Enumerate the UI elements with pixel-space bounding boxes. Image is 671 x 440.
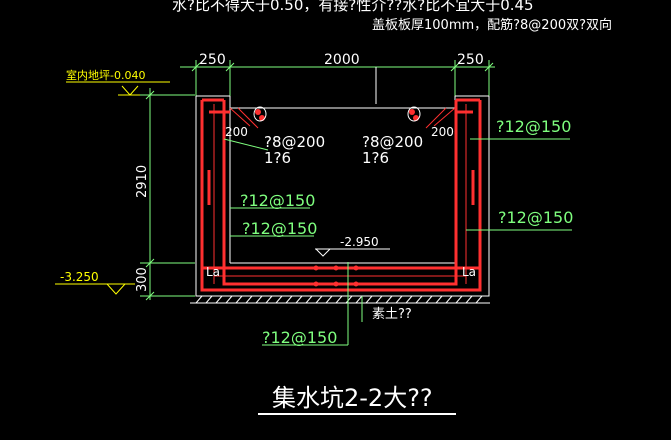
left-wall-rebar-1: ?12@150 [240,191,315,210]
dim-right-width: 250 [457,52,484,68]
top-dimension [180,60,495,96]
dim-left-width: 250 [199,52,226,68]
anchor-left-label: La [206,265,220,279]
base-level-mark [55,283,135,295]
left-dimension [140,88,195,301]
rebar-dots [255,109,419,287]
top-left-stirrup: ?8@200 [264,133,325,151]
dim-height-upper: 2910 [135,165,150,198]
anchor-right-label: La [462,265,476,279]
top-left-ratio: 1?6 [264,149,291,167]
corner-right-label: 200 [431,125,454,139]
right-wall-upper-rebar: ?12@150 [496,117,571,136]
note-line-1: 水?比不得大于0.50，有接?性介??水?比不宜大于0.45 [172,0,534,14]
drawing-title: 集水坑2-2大?? [272,384,433,412]
pit-bottom-level: -2.950 [340,235,379,249]
pit-bottom-mark [315,248,390,257]
right-wall-lower-rebar: ?12@150 [498,208,573,227]
subgrade-label: 素土?? [372,307,412,322]
rebar-cage [200,98,482,292]
ground-hatch [190,295,490,304]
base-level-label: -3.250 [60,270,99,284]
stirrup-loops [253,106,421,122]
left-wall-rebar-2: ?12@150 [242,219,317,238]
floor-level-mark [66,81,190,96]
top-right-stirrup: ?8@200 [362,133,423,151]
dim-height-lower: 300 [135,267,150,292]
leader-lines [223,138,572,346]
pit-outline [195,67,490,297]
top-right-ratio: 1?6 [362,149,389,167]
rebar-thin [213,104,467,284]
dim-mid-width: 2000 [324,52,360,68]
floor-level-label: 室内地坪-0.040 [66,68,145,82]
base-slab-rebar: ?12@150 [262,328,337,347]
corner-left-label: 200 [225,125,248,139]
note-line-2: 盖板板厚100mm，配筋?8@200双?双向 [372,17,612,33]
